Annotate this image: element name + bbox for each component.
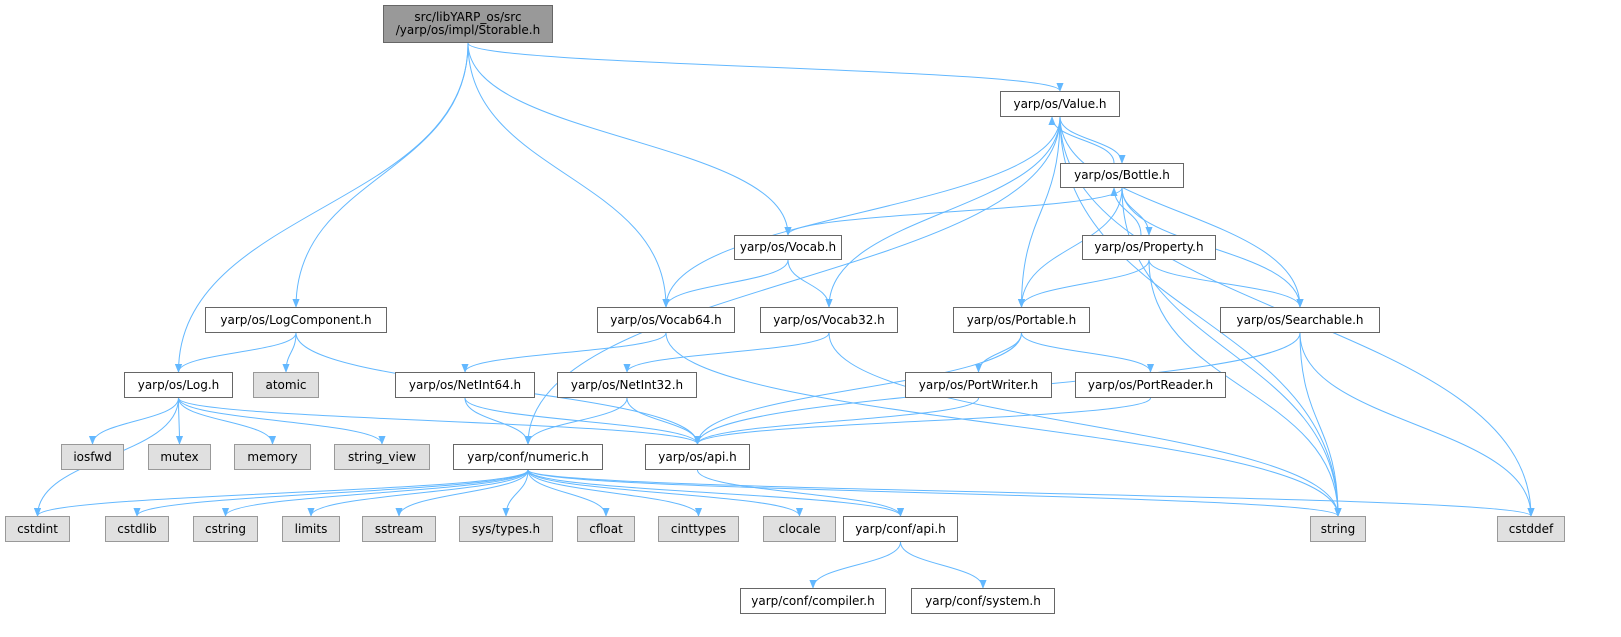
edge-netint64-to-osapi <box>464 397 702 445</box>
node-clocale[interactable]: clocale <box>763 516 836 542</box>
node-osapi[interactable]: yarp/os/api.h <box>645 444 750 470</box>
edge-storable-to-logcomponent <box>292 42 469 308</box>
node-cstdint[interactable]: cstdint <box>5 516 70 542</box>
edge-property-to-string <box>1148 259 1342 517</box>
edge-confapi-to-system <box>900 541 987 589</box>
edge-storable-to-log <box>174 42 469 373</box>
edge-vocab64-to-string <box>665 332 1342 517</box>
edge-property-to-bottle <box>1110 187 1142 236</box>
edge-storable-to-value <box>467 42 1064 92</box>
edge-log-to-mutex <box>175 397 184 445</box>
edge-property-to-searchable <box>1148 259 1304 308</box>
edge-numeric-to-cinttypes <box>527 469 703 517</box>
node-netint64[interactable]: yarp/os/NetInt64.h <box>395 372 535 398</box>
edge-numeric-to-sstream <box>395 469 529 517</box>
edge-numeric-to-systypes <box>502 469 529 517</box>
edge-searchable-to-string <box>1299 332 1342 517</box>
edge-vocab-to-vocab64 <box>662 259 789 308</box>
node-cstring[interactable]: cstring <box>193 516 258 542</box>
edge-portable-to-portwriter <box>974 332 1022 373</box>
node-log[interactable]: yarp/os/Log.h <box>124 372 233 398</box>
node-memory[interactable]: memory <box>234 444 311 470</box>
edge-numeric-to-cstdlib <box>133 469 529 517</box>
node-confapi[interactable]: yarp/conf/api.h <box>843 516 958 542</box>
node-cinttypes[interactable]: cinttypes <box>658 516 739 542</box>
edge-logcomponent-to-atomic <box>282 332 297 373</box>
edge-osapi-to-confapi <box>697 469 905 517</box>
node-bottle[interactable]: yarp/os/Bottle.h <box>1060 163 1184 188</box>
node-vocab[interactable]: yarp/os/Vocab.h <box>734 235 842 260</box>
edge-log-to-iosfwd <box>88 397 179 445</box>
node-sstream[interactable]: sstream <box>362 516 436 542</box>
node-property[interactable]: yarp/os/Property.h <box>1082 235 1216 260</box>
node-limits[interactable]: limits <box>282 516 340 542</box>
node-portreader[interactable]: yarp/os/PortReader.h <box>1075 372 1226 398</box>
edge-log-to-memory <box>178 397 277 445</box>
edge-vocab32-to-string <box>828 332 1342 517</box>
edge-value-to-searchable <box>1059 116 1304 308</box>
edge-value-to-bottle <box>1059 116 1126 164</box>
node-value[interactable]: yarp/os/Value.h <box>1000 91 1120 117</box>
edge-portable-to-portreader <box>1021 332 1155 373</box>
node-system[interactable]: yarp/conf/system.h <box>911 588 1055 614</box>
node-systypes[interactable]: sys/types.h <box>459 516 553 542</box>
edge-value-to-string <box>1059 116 1342 517</box>
node-cstddef[interactable]: cstddef <box>1497 516 1565 542</box>
edge-numeric-to-cfloat <box>527 469 610 517</box>
edge-property-to-portable <box>1017 259 1150 308</box>
edge-storable-to-vocab64 <box>467 42 670 308</box>
edge-vocab32-to-netint32 <box>623 332 830 373</box>
edge-netint64-to-numeric <box>464 397 532 445</box>
node-portwriter[interactable]: yarp/os/PortWriter.h <box>905 372 1052 398</box>
edge-portable-to-osapi <box>693 332 1022 445</box>
node-string-view[interactable]: string_view <box>334 444 430 470</box>
node-cfloat[interactable]: cfloat <box>577 516 635 542</box>
edge-bottle-to-vocab <box>784 187 1123 236</box>
node-vocab64[interactable]: yarp/os/Vocab64.h <box>597 307 735 333</box>
node-mutex[interactable]: mutex <box>148 444 211 470</box>
edge-log-to-string_view <box>178 397 386 445</box>
node-netint32[interactable]: yarp/os/NetInt32.h <box>557 372 697 398</box>
node-compiler[interactable]: yarp/conf/compiler.h <box>740 588 886 614</box>
edge-bottle-to-property <box>1121 187 1153 236</box>
edge-numeric-to-cstddef <box>527 469 1535 517</box>
node-iosfwd[interactable]: iosfwd <box>61 444 124 470</box>
edge-netint32-to-osapi <box>626 397 702 445</box>
edge-numeric-to-cstdint <box>34 469 529 517</box>
node-portable[interactable]: yarp/os/Portable.h <box>953 307 1090 333</box>
edge-logcomponent-to-log <box>174 332 297 373</box>
edge-value-to-portable <box>1017 116 1061 308</box>
node-storable[interactable]: src/libYARP_os/src /yarp/os/impl/Storabl… <box>383 5 553 43</box>
edge-netint32-to-numeric <box>524 397 628 445</box>
edge-numeric-to-confapi <box>527 469 904 517</box>
edge-vocab-to-vocab32 <box>787 259 833 308</box>
edge-portreader-to-osapi <box>694 397 1151 445</box>
edge-numeric-to-limits <box>307 469 529 517</box>
edge-storable-to-vocab <box>467 42 792 236</box>
edge-bottle-to-value <box>1048 116 1115 164</box>
node-cstdlib[interactable]: cstdlib <box>105 516 169 542</box>
edge-numeric-to-cstring <box>222 469 529 517</box>
node-atomic[interactable]: atomic <box>253 372 319 398</box>
edge-log-to-osapi <box>178 397 701 445</box>
node-string[interactable]: string <box>1310 516 1366 542</box>
edge-confapi-to-compiler <box>809 541 901 589</box>
edge-numeric-to-clocale <box>527 469 804 517</box>
edge-bottle-to-portable <box>1017 187 1123 308</box>
edge-value-to-vocab64 <box>662 116 1061 308</box>
node-vocab32[interactable]: yarp/os/Vocab32.h <box>760 307 898 333</box>
node-logcomponent[interactable]: yarp/os/LogComponent.h <box>205 307 387 333</box>
edge-searchable-to-cstddef <box>1299 332 1535 517</box>
edge-numeric-to-string <box>527 469 1342 517</box>
edge-vocab64-to-netint64 <box>461 332 667 373</box>
node-searchable[interactable]: yarp/os/Searchable.h <box>1220 307 1380 333</box>
edge-portwriter-to-osapi <box>693 397 979 445</box>
node-numeric[interactable]: yarp/conf/numeric.h <box>453 444 603 470</box>
